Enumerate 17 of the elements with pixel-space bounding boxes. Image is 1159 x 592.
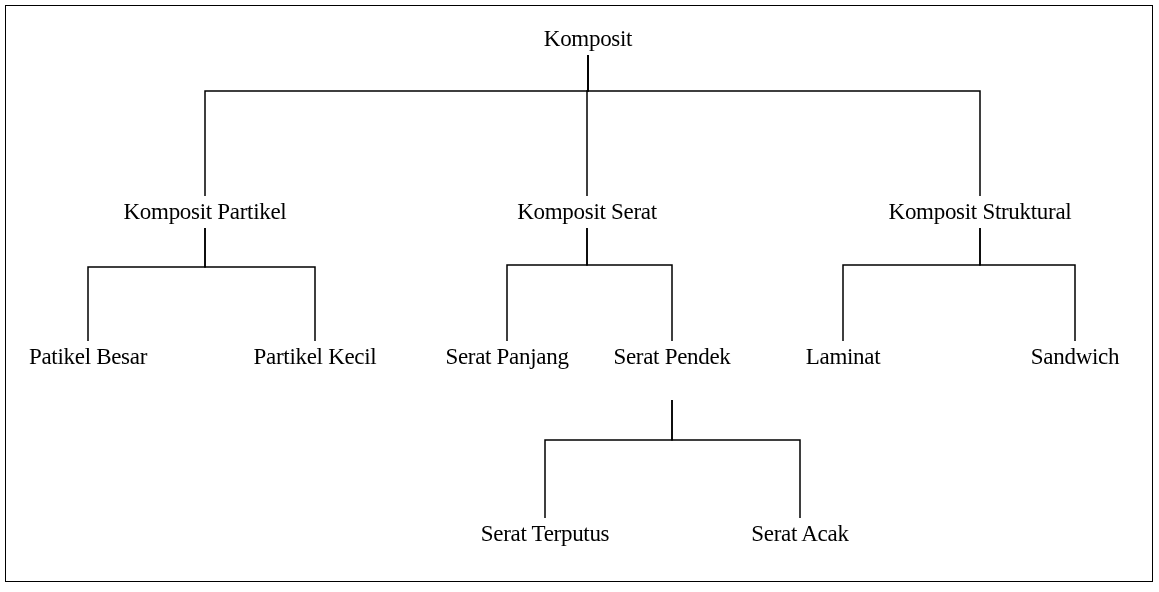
connector-line: [204, 227, 316, 342]
node-label: Laminat: [805, 343, 881, 371]
node-label: Partikel Kecil: [253, 343, 377, 371]
connector-line: [671, 399, 801, 519]
node-label: Komposit Struktural: [888, 198, 1072, 226]
node-label: Sandwich: [1030, 343, 1120, 371]
connector-line: [979, 227, 1076, 342]
connector-line: [586, 227, 673, 342]
node-label: Serat Terputus: [480, 520, 610, 548]
node-label: Komposit Serat: [517, 198, 657, 226]
node-label: Serat Pendek: [613, 343, 731, 371]
node-label: Komposit Partikel: [123, 198, 287, 226]
node-label: Serat Panjang: [445, 343, 569, 371]
node-label: Patikel Besar: [28, 343, 148, 371]
node-label: Serat Acak: [751, 520, 849, 548]
node-label: Komposit: [543, 25, 633, 53]
connector-line: [587, 54, 981, 197]
